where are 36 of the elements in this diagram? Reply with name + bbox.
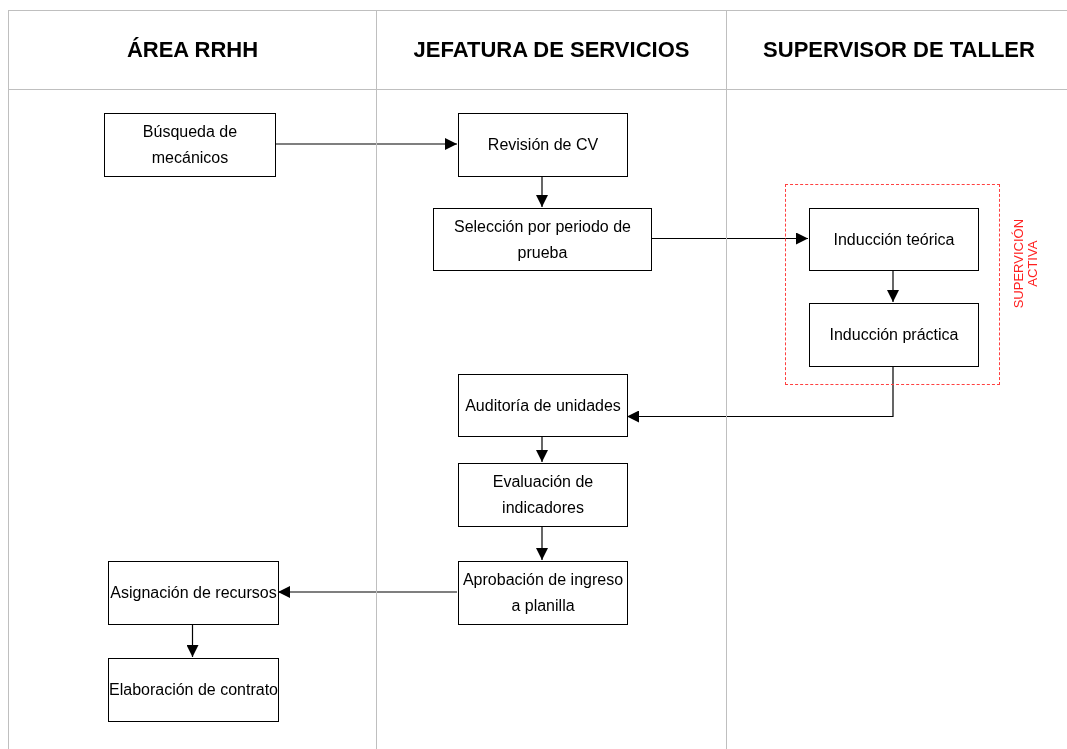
process-box	[104, 113, 276, 177]
arrow	[887, 269, 899, 303]
lane-header: JEFATURA DE SERVICIOS	[413, 37, 690, 63]
process-box	[108, 658, 279, 722]
swimlane	[376, 10, 726, 749]
arrow	[650, 232, 809, 245]
step-text: Inducción teórica	[833, 229, 955, 250]
step-text: Selección por periodo de prueba	[453, 216, 632, 263]
swimlane	[726, 10, 1067, 749]
lane-header: SUPERVISOR DE TALLER	[763, 37, 1035, 63]
arrow	[626, 365, 894, 423]
step-text: Elaboración de contrato	[109, 680, 278, 701]
step-text: Aprobación de ingreso a planilla	[461, 570, 625, 616]
step-text: Asignación de recursos	[110, 583, 277, 604]
process-box	[458, 463, 628, 527]
arrow	[274, 138, 458, 150]
arrow	[186, 623, 199, 658]
process-box	[458, 374, 628, 437]
group-label: SUPERVICIÓN ACTIVA	[1012, 217, 1040, 311]
step-text: Revisión de CV	[487, 135, 599, 156]
process-box	[809, 208, 979, 271]
step-text: Búsqueda de mecánicos	[141, 122, 239, 168]
step-text: Auditoría de unidades	[465, 395, 621, 416]
arrow	[536, 175, 548, 208]
arrow	[536, 525, 548, 561]
step-text: Evaluación de indicadores	[491, 472, 595, 518]
process-box	[458, 561, 628, 625]
process-box	[809, 303, 979, 367]
arrow	[277, 586, 458, 598]
arrow	[536, 435, 548, 463]
process-box	[458, 113, 628, 177]
lane-header: ÁREA RRHH	[126, 37, 259, 63]
swimlane	[8, 10, 376, 749]
step-text: Inducción práctica	[829, 325, 959, 346]
process-box	[108, 561, 279, 625]
process-box	[433, 208, 652, 271]
